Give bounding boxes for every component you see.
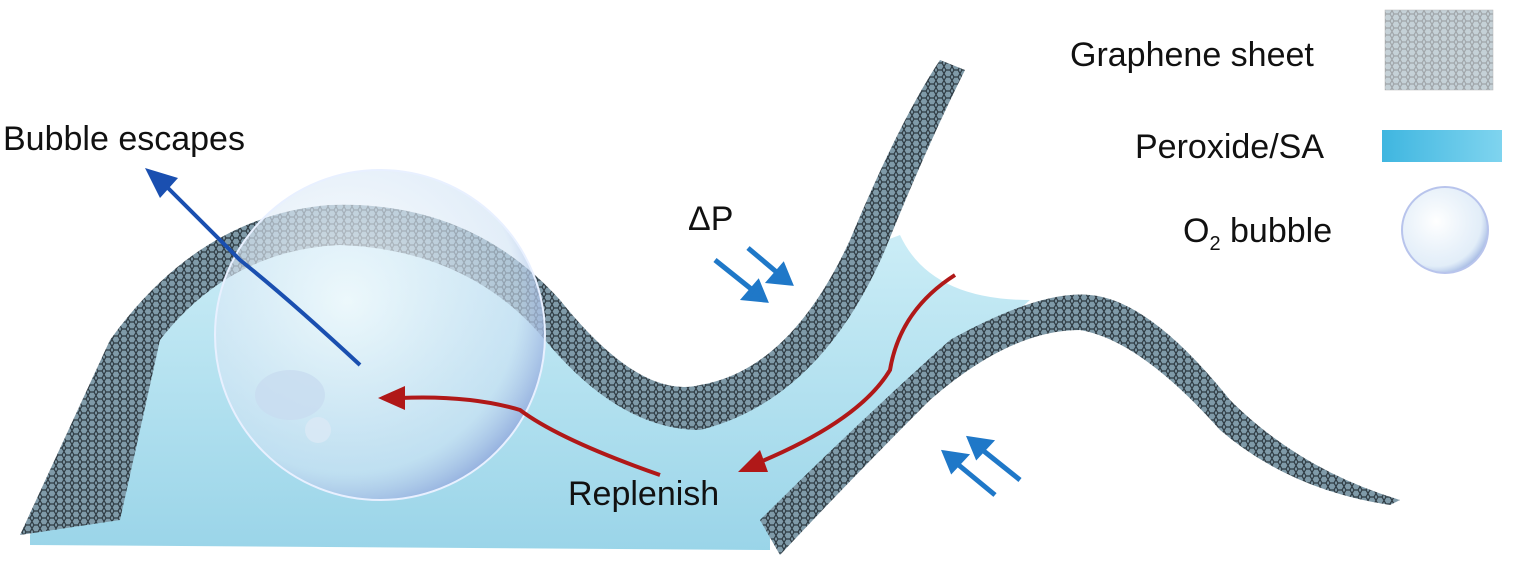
delta-p-label: ΔP xyxy=(688,200,734,238)
pressure-arrows-top xyxy=(713,246,794,303)
legend-graphene-label: Graphene sheet xyxy=(1070,36,1314,74)
legend-bubble-icon xyxy=(1401,186,1489,274)
legend-graphene-icon xyxy=(1384,9,1494,91)
legend-bubble-rest: bubble xyxy=(1220,212,1333,250)
legend-peroxide-label: Peroxide/SA xyxy=(1135,128,1324,166)
legend-bubble-o: O xyxy=(1183,212,1210,250)
replenish-arrow-right xyxy=(759,273,957,464)
bubble-escapes-label: Bubble escapes xyxy=(3,120,245,158)
escape-arrowhead xyxy=(145,168,178,198)
escape-arrow xyxy=(163,183,362,367)
graphene-sheet-left xyxy=(20,60,965,535)
legend-peroxide-icon xyxy=(1382,130,1502,162)
replenish-arrow-left xyxy=(399,395,661,477)
o2-bubble xyxy=(214,169,546,501)
pressure-arrows-bottom xyxy=(941,435,1022,497)
replenish-arrowhead-right xyxy=(738,450,768,472)
replenish-label: Replenish xyxy=(568,475,720,513)
legend-bubble-subscript: 2 xyxy=(1209,232,1221,255)
small-bubble xyxy=(255,370,325,420)
legend-bubble-label: O2 bubble xyxy=(1183,212,1332,256)
graphene-sheet-right xyxy=(760,294,1400,555)
small-bubble xyxy=(305,417,331,443)
replenish-arrowhead-left xyxy=(378,386,405,410)
